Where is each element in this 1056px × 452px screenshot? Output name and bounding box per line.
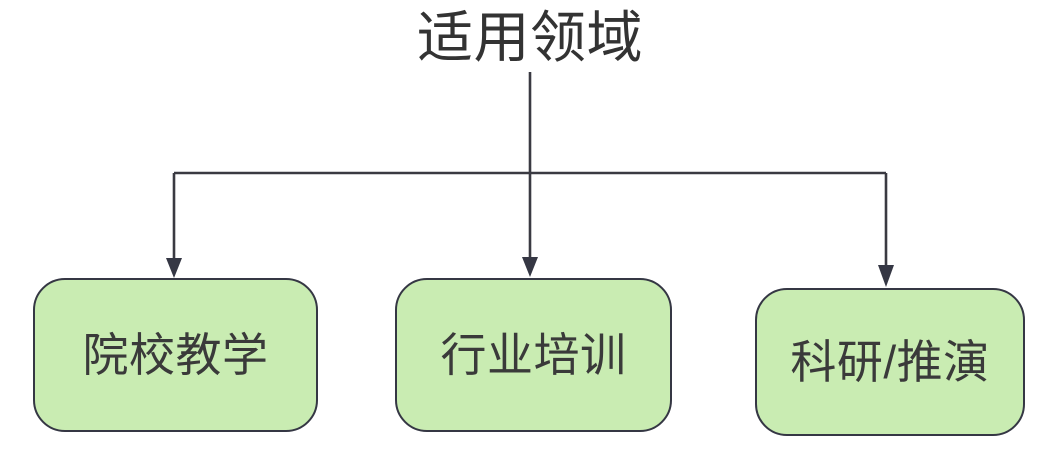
arrowhead-3 xyxy=(878,265,894,287)
arrowhead-2 xyxy=(522,257,538,277)
node-label: 科研/推演 xyxy=(790,336,990,388)
node-label: 行业培训 xyxy=(440,329,627,381)
node-label: 院校教学 xyxy=(82,329,269,381)
root-node-label: 适用领域 xyxy=(417,6,643,69)
node-box-industry-training[interactable]: 行业培训 xyxy=(395,278,672,432)
node-box-research-simulation[interactable]: 科研/推演 xyxy=(755,288,1025,436)
node-box-institutional-teaching[interactable]: 院校教学 xyxy=(33,278,318,432)
arrowhead-1 xyxy=(166,258,182,278)
